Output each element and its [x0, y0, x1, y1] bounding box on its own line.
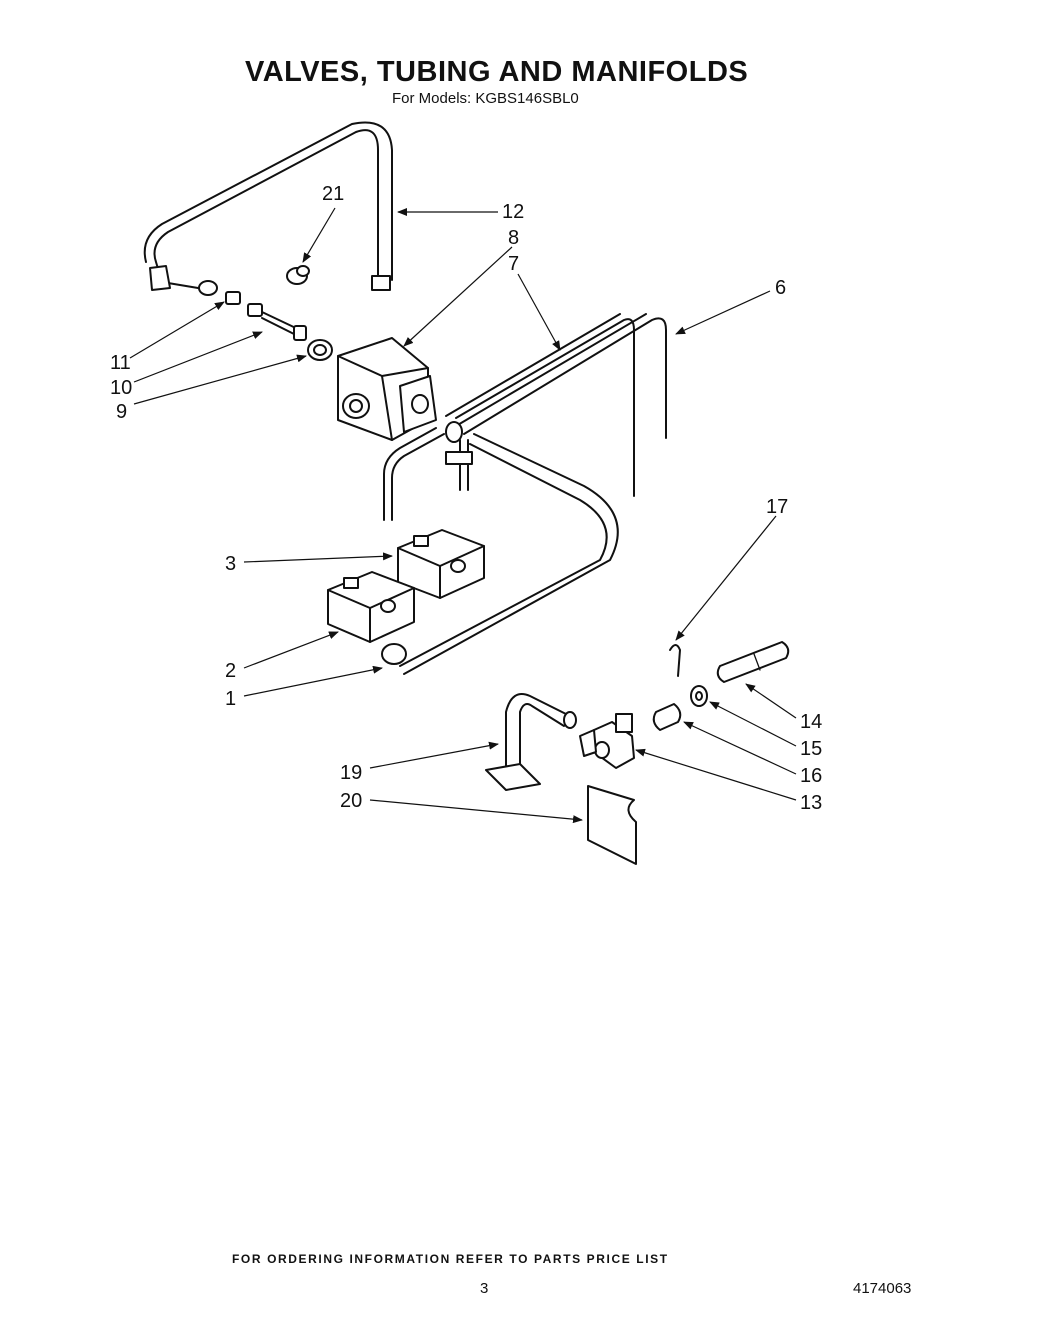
- callout-17: 17: [766, 496, 788, 518]
- part-2-burner-valve: [327, 571, 415, 643]
- callout-10: 10: [110, 377, 132, 399]
- callout-1: 1: [225, 688, 236, 710]
- callout-21: 21: [322, 183, 344, 205]
- part-19-inlet-pipe: [485, 693, 577, 791]
- ordering-note: FOR ORDERING INFORMATION REFER TO PARTS …: [232, 1252, 669, 1266]
- part-21-fitting: [286, 265, 310, 285]
- leader-lines: [129, 207, 797, 824]
- page-number: 3: [480, 1280, 489, 1297]
- callout-8: 8: [508, 227, 519, 249]
- callout-20: 20: [340, 790, 362, 812]
- part-10-orifice: [247, 303, 307, 341]
- part-1-manifold: [381, 433, 619, 675]
- part-12-gas-tube: [143, 121, 393, 296]
- callout-15: 15: [800, 738, 822, 760]
- callout-9: 9: [116, 401, 127, 423]
- callout-19: 19: [340, 762, 362, 784]
- callout-11: 11: [110, 352, 131, 374]
- callout-13: 13: [800, 792, 822, 814]
- part-6-7-pilot-tubes: [383, 313, 667, 521]
- callout-labels: 21 12 8 7 6 11 10 9 17 3 2 1 14 15 16 19…: [110, 183, 822, 814]
- part-9-adapter: [307, 339, 333, 361]
- callout-16: 16: [800, 765, 822, 787]
- part-20-plate: [587, 785, 637, 865]
- part-13-shutoff-valve: [579, 713, 635, 769]
- document-number: 4174063: [853, 1280, 912, 1297]
- callout-14: 14: [800, 711, 822, 733]
- callout-7: 7: [508, 253, 519, 275]
- part-17-cotter-pin: [669, 644, 681, 677]
- part-3-burner-valve: [397, 529, 485, 599]
- part-16-sleeve: [652, 703, 682, 731]
- model-subtitle: For Models: KGBS146SBL0: [392, 90, 579, 107]
- page-title: VALVES, TUBING AND MANIFOLDS: [245, 56, 749, 88]
- part-15-washer: [690, 685, 708, 707]
- part-11-nut: [225, 291, 241, 305]
- callout-12: 12: [502, 201, 524, 223]
- callout-6: 6: [775, 277, 786, 299]
- callout-3: 3: [225, 553, 236, 575]
- part-14-pin: [716, 641, 790, 683]
- callout-2: 2: [225, 660, 236, 682]
- part-8-gas-valve: [337, 337, 437, 441]
